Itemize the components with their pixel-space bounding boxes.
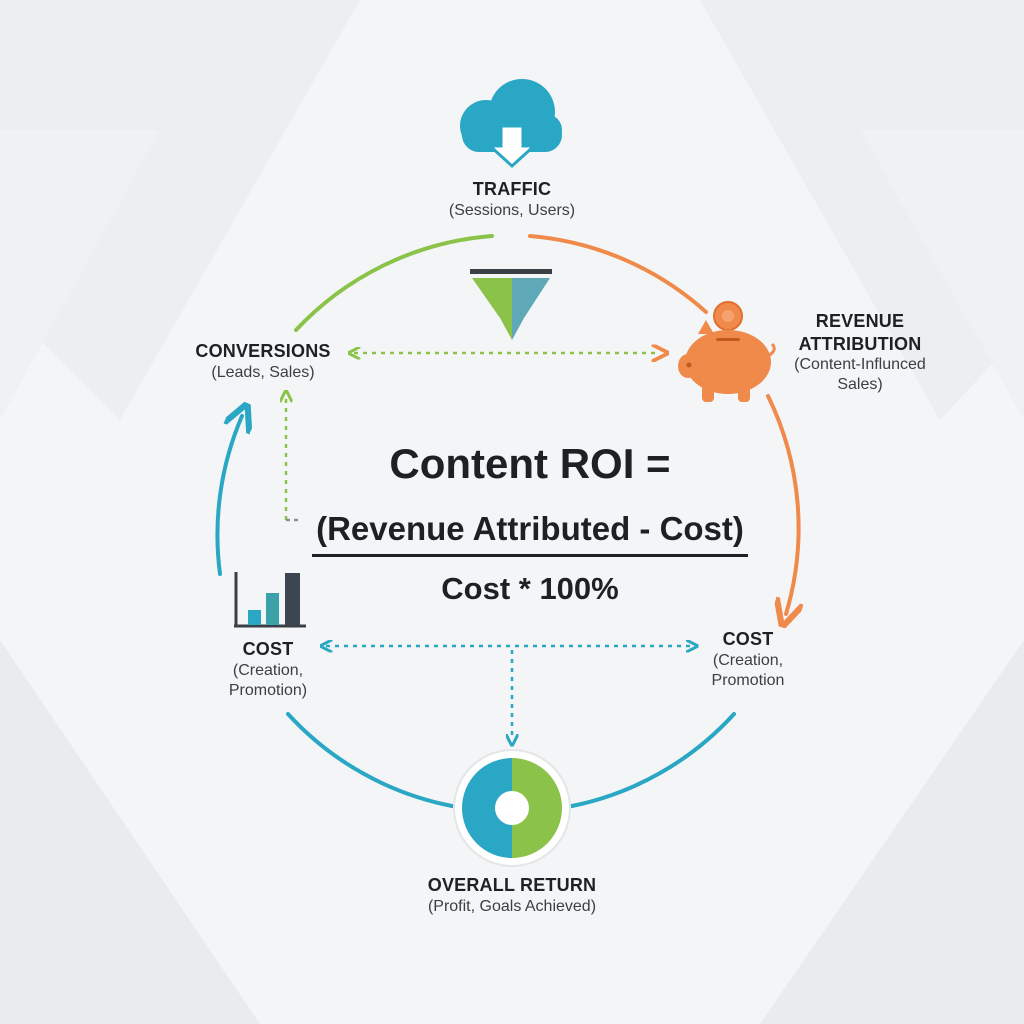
overall-subtitle: (Profit, Goals Achieved) <box>427 897 597 915</box>
revenue-title-line1: REVENUE <box>815 311 905 331</box>
revenue-title-line2: ATTRIBUTION <box>798 333 922 354</box>
cloud-download-icon <box>460 79 562 169</box>
conversions-subtitle: (Leads, Sales) <box>211 363 315 381</box>
revenue-subtitle-line2: Sales) <box>837 376 883 393</box>
fraction-bar <box>312 554 748 557</box>
cost-right-subtitle-line1: (Creation, <box>712 651 784 669</box>
traffic-subtitle: (Sessions, Users) <box>448 201 576 219</box>
arc-overall-to-cost <box>570 712 736 808</box>
formula-numerator: (Revenue Attributed - Cost) <box>316 510 744 547</box>
cost-right-subtitle-line2: Promotion <box>711 671 785 689</box>
formula-title: Content ROI = <box>389 440 671 487</box>
arc-cost-to-conversions <box>215 416 242 576</box>
node-revenue-attribution: REVENUE ATTRIBUTION (Content-Influnced S… <box>770 310 950 395</box>
overall-title: OVERALL RETURN <box>427 875 597 895</box>
conversions-title: CONVERSIONS <box>195 341 331 361</box>
node-overall-return: OVERALL RETURN (Profit, Goals Achieved) <box>392 874 632 917</box>
funnel-icon <box>470 269 552 340</box>
node-cost-left: COST (Creation, Promotion) <box>200 638 336 701</box>
cost-right-title: COST <box>722 629 774 649</box>
cost-left-title: COST <box>242 639 294 659</box>
node-conversions: CONVERSIONS (Leads, Sales) <box>170 340 356 383</box>
arc-cost-to-overall <box>286 712 454 808</box>
donut-chart-icon <box>453 749 571 867</box>
cost-left-subtitle-line2: Promotion) <box>228 681 308 699</box>
cost-left-subtitle-line1: (Creation, <box>232 661 304 679</box>
bar-chart-icon <box>234 572 306 628</box>
arc-revenue-to-cost <box>766 394 799 614</box>
piggy-bank-icon <box>678 301 776 402</box>
arc-traffic-to-conversions <box>294 234 494 332</box>
traffic-title: TRAFFIC <box>472 179 552 199</box>
arc-traffic-to-revenue <box>528 234 708 314</box>
revenue-subtitle-line1: (Content-Influnced <box>794 356 926 373</box>
node-cost-right: COST (Creation, Promotion <box>680 628 816 691</box>
node-traffic: TRAFFIC (Sessions, Users) <box>412 178 612 221</box>
formula-denominator: Cost * 100% <box>441 571 619 606</box>
roi-formula: Content ROI = (Revenue Attributed - Cost… <box>290 440 770 607</box>
